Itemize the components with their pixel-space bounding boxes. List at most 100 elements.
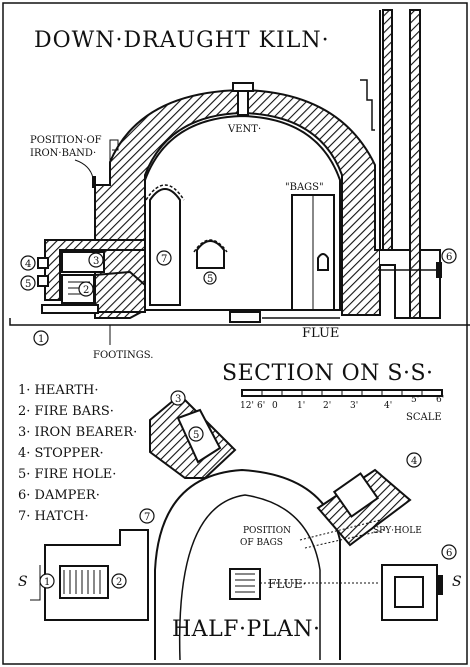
half-plan: FLUE· POSITION OF BAGS SPY·HOLE S S 1 2 … <box>18 390 462 661</box>
fire-hole-arch <box>196 240 225 269</box>
legend-text-2: FIRE BARS· <box>35 404 114 419</box>
svg-text:4· STOPPER·: 4· STOPPER· <box>18 446 104 461</box>
iron-band-leader <box>74 159 94 179</box>
spy-hole-line <box>299 519 386 549</box>
marker-1-plan: 1 <box>39 573 55 589</box>
plan-damper <box>437 575 443 595</box>
hearth-edge <box>30 565 41 601</box>
scale-bar: 12' 6' 0 1' 2' 3' 4' 5' 6' SCALE <box>240 389 444 423</box>
svg-text:6: 6 <box>446 548 452 559</box>
legend-text-7: HATCH· <box>35 509 89 524</box>
svg-text:7· HATCH·: 7· HATCH· <box>18 509 89 524</box>
svg-text:3· IRON BEARER·: 3· IRON BEARER· <box>18 425 137 440</box>
chimney-right-wall <box>409 9 421 319</box>
right-firebox-chamber <box>332 472 380 518</box>
scale-tick-8: 6' <box>436 395 444 405</box>
legend-text-3: IRON BEARER· <box>35 425 138 440</box>
svg-text:5: 5 <box>193 430 199 441</box>
scale-tick-7: 5' <box>411 395 419 405</box>
marker-5-plan: 5 <box>188 426 204 442</box>
half-plan-title: HALF·PLAN· <box>172 617 320 642</box>
left-grate-box <box>59 565 109 599</box>
svg-text:4: 4 <box>411 456 417 467</box>
legend-num-1: 1· <box>18 383 30 398</box>
svg-text:3: 3 <box>93 256 99 267</box>
hatch-opening <box>149 188 181 306</box>
stopper-block <box>37 257 49 269</box>
svg-text:6· DAMPER·: 6· DAMPER· <box>18 488 100 503</box>
legend-text-5: FIRE HOLE· <box>35 467 117 482</box>
flue-label: FLUE <box>302 326 339 341</box>
legend-num-5: 5· <box>18 467 30 482</box>
svg-text:2· FIRE BARS·: 2· FIRE BARS· <box>18 404 114 419</box>
legend-text-4: STOPPER· <box>35 446 104 461</box>
svg-text:5: 5 <box>25 279 31 290</box>
marker-2-section: 2 <box>78 281 94 297</box>
scale-tick-2: 0 <box>272 401 278 411</box>
scale-tick-1: 6' <box>257 401 265 411</box>
svg-text:7: 7 <box>144 512 150 523</box>
scale-tick-0: 12' <box>240 401 254 411</box>
iron-band-label-1: POSITION·OF <box>30 135 102 146</box>
plan-inner-wall <box>178 494 321 661</box>
svg-text:4: 4 <box>25 259 31 270</box>
chimney-left-wall <box>382 9 393 251</box>
svg-text:1: 1 <box>44 577 50 588</box>
marker-3-plan: 3 <box>170 390 186 406</box>
marker-3-section: 3 <box>88 252 104 268</box>
svg-text:2: 2 <box>83 285 89 296</box>
drawing-title: DOWN·DRAUGHT KILN· <box>34 28 330 53</box>
legend: 1· HEARTH· 2· FIRE BARS· 3· IRON BEARER·… <box>18 383 137 524</box>
wall-step <box>109 139 119 162</box>
fire-hole-block <box>37 275 49 287</box>
svg-text:5· FIRE HOLE·: 5· FIRE HOLE· <box>18 467 116 482</box>
position-of-bags-1: POSITION <box>243 526 291 536</box>
scale-tick-4: 2' <box>323 401 331 411</box>
ground-line <box>9 318 470 326</box>
spy-hole-label: SPY·HOLE <box>373 526 422 536</box>
spy-window <box>317 253 329 271</box>
vent-cap <box>232 82 254 92</box>
marker-5-section: 5 <box>20 275 36 291</box>
footings-label: FOOTINGS. <box>93 350 153 361</box>
scale-tick-6: 4' <box>384 401 392 411</box>
bags-label: "BAGS" <box>285 182 324 193</box>
marker-7-legend: 7 <box>139 508 155 524</box>
svg-text:6: 6 <box>446 252 452 263</box>
firebox-wall <box>44 239 146 301</box>
legend-text-1: HEARTH· <box>35 383 99 398</box>
svg-text:5: 5 <box>207 274 213 285</box>
firebox-floor <box>94 270 146 313</box>
svg-text:1· HEARTH·: 1· HEARTH· <box>18 383 98 398</box>
flue-opening <box>229 311 261 323</box>
scale-label: SCALE <box>406 412 442 423</box>
svg-text:1: 1 <box>38 334 44 345</box>
s-right-label: S <box>452 574 462 590</box>
vent-shaft <box>237 90 249 116</box>
svg-text:3: 3 <box>175 394 181 405</box>
hatch-arch <box>145 184 185 201</box>
svg-text:2: 2 <box>116 577 122 588</box>
plan-chimney-flue <box>394 576 424 608</box>
position-of-bags-2: OF BAGS <box>240 538 283 548</box>
section-title: SECTION ON S·S· <box>222 361 434 386</box>
svg-text:7: 7 <box>161 254 167 265</box>
marker-4-plan: 4 <box>406 452 422 468</box>
iron-band-mark <box>92 176 96 188</box>
plan-flue-label: FLUE· <box>268 577 306 591</box>
marker-4-section: 4 <box>20 255 36 271</box>
legend-num-4: 4· <box>18 446 30 461</box>
legend-num-2: 2· <box>18 404 30 419</box>
marker-1-section: 1 <box>33 330 49 346</box>
legend-num-6: 6· <box>18 488 30 503</box>
marker-6-section: 6 <box>441 248 457 264</box>
legend-num-3: 3· <box>18 425 30 440</box>
hearth-slab <box>41 304 99 314</box>
legend-text-6: DAMPER· <box>35 488 100 503</box>
marker-5b-section: 5 <box>203 271 217 285</box>
vent-label: VENT· <box>227 124 261 135</box>
center-grate-bars <box>235 573 255 593</box>
